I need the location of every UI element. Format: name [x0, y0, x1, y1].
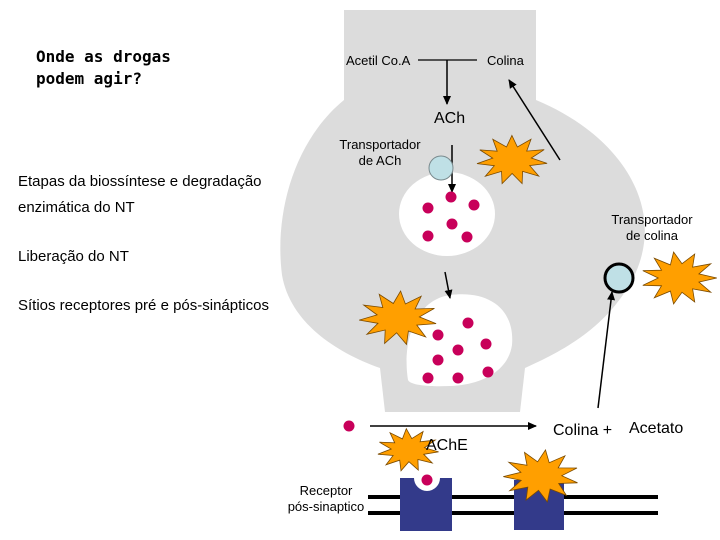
acetate-label: Acetato — [629, 420, 684, 437]
postsynaptic-receptor-label: Receptor pós-sinaptico — [276, 483, 376, 515]
ach-transporter-label-line-1: Transportador — [339, 137, 421, 152]
receptor-label-line-1: Receptor — [299, 483, 353, 498]
title-line-1: Onde as drogas — [36, 47, 171, 66]
drug-site-ache-icon — [377, 427, 439, 472]
choline-transporter-label-line-1: Transportador — [611, 212, 693, 227]
choline-reuptake-arrow — [508, 79, 561, 161]
step-release: Liberação do NT — [18, 248, 129, 265]
drug-site-postsynaptic-icon — [503, 448, 578, 503]
released-ach-molecules — [343, 317, 494, 432]
choline-label: Colina — [487, 53, 524, 68]
ach-transporter — [428, 155, 454, 181]
ache-label: AChE — [426, 437, 468, 454]
step-receptors: Sítios receptores pré e pós-sinápticos — [18, 297, 269, 314]
ach-transporter-label-line-2: de ACh — [358, 153, 402, 168]
choline-transporter-label-line-2: de colina — [625, 228, 679, 243]
postsynaptic-receptor — [400, 478, 452, 531]
bound-ach-molecule — [421, 474, 433, 486]
drug-site-choline-transporter-icon — [642, 251, 717, 305]
ach-transporter-label: Transportador de ACh — [330, 137, 430, 169]
page-title: Onde as drogas podem agir? — [36, 46, 171, 90]
ach-label: ACh — [434, 110, 466, 127]
choline-transporter — [603, 262, 635, 294]
choline-recycle-arrow — [597, 291, 616, 409]
step-biosynthesis-line-2: enzimática do NT — [18, 199, 135, 216]
receptor-label-line-2: pós-sinaptico — [287, 499, 365, 514]
vesicle-ach-molecules — [422, 191, 480, 243]
fusing-vesicle — [406, 294, 513, 387]
choline-plus-label: Colina + — [553, 422, 613, 439]
vesicle-migration-arrow — [444, 271, 453, 299]
drug-site-choline-uptake-icon — [476, 134, 548, 185]
step-biosynthesis-line-1: Etapas da biossíntese e degradação — [18, 173, 262, 190]
choline-transporter-label: Transportador de colina — [600, 212, 704, 244]
drug-site-release-icon — [359, 290, 437, 346]
acetyl-coa-label: Acetil Co.A — [346, 53, 411, 68]
drug-sites — [359, 134, 717, 503]
title-line-2: podem agir? — [36, 69, 142, 88]
synaptic-vesicle — [399, 172, 495, 256]
